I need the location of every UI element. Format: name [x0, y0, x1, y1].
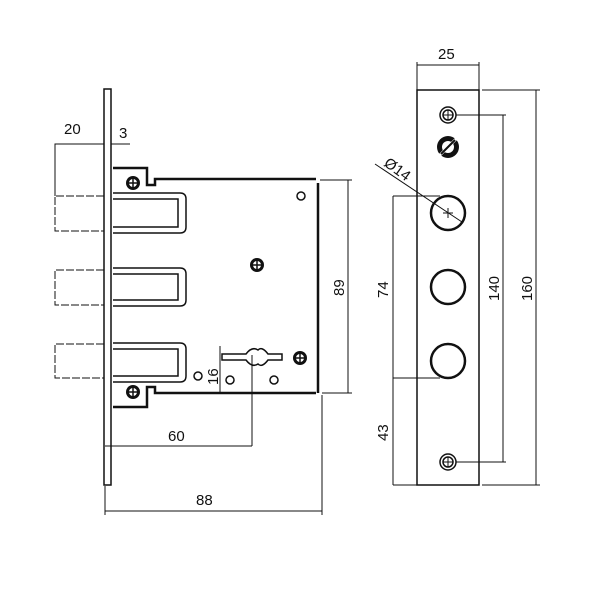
faceplate — [103, 88, 112, 486]
bolt-slots — [113, 192, 187, 383]
screw-icon — [125, 175, 141, 191]
strike-plate — [416, 89, 480, 486]
dim-3: 3 — [119, 125, 127, 142]
dim-43: 43 — [375, 424, 392, 441]
dim-16: 16 — [205, 368, 222, 385]
dim-60: 60 — [168, 428, 185, 445]
dim-89: 89 — [331, 279, 348, 296]
holes — [193, 191, 306, 385]
lock-body — [113, 166, 320, 409]
dim-diameter-14: Ø14 — [381, 154, 414, 184]
screw-icon — [125, 384, 141, 400]
dim-25: 25 — [438, 46, 455, 63]
keyhole — [221, 347, 283, 367]
dim-20: 20 — [64, 121, 81, 138]
dimension-lines — [392, 62, 540, 486]
screw-icon — [439, 106, 457, 124]
dim-88: 88 — [196, 492, 213, 509]
front-view: 25 Ø14 74 43 140 160 — [374, 46, 540, 486]
dim-74: 74 — [375, 281, 392, 298]
bolt-holes — [429, 194, 467, 380]
side-view: 20 3 89 16 60 88 — [54, 88, 352, 515]
dimension-lines — [54, 143, 352, 515]
screw-icon — [292, 350, 308, 366]
dim-160: 160 — [519, 276, 536, 301]
dim-140: 140 — [486, 276, 503, 301]
bolts — [54, 195, 104, 379]
screw-icon — [249, 257, 265, 273]
cam-icon — [437, 136, 459, 158]
screw-icon — [439, 453, 457, 471]
